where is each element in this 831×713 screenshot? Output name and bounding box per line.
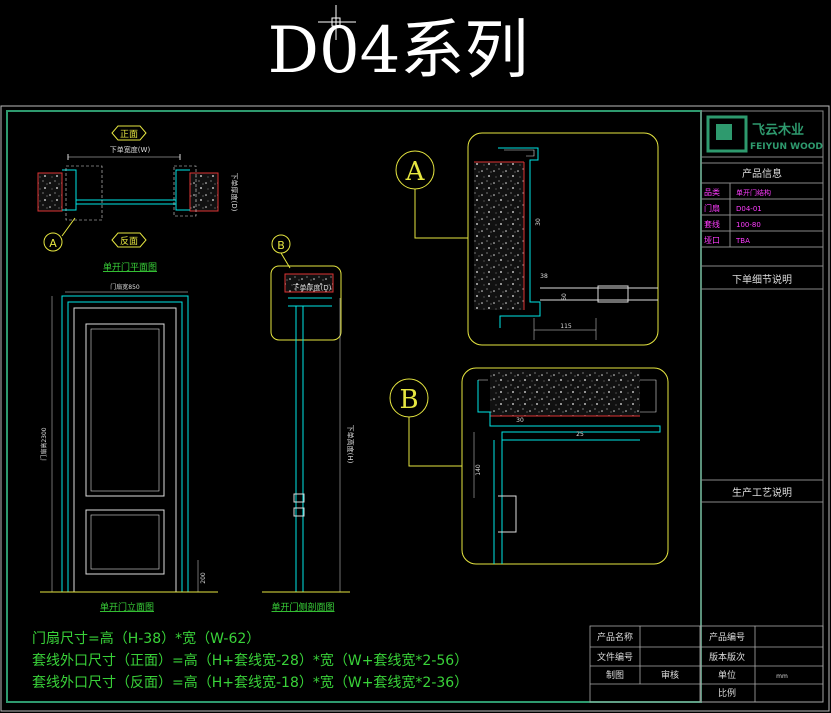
bottom-gap-dim: 200 xyxy=(200,572,207,584)
info-row-value: TBA xyxy=(735,237,750,245)
svg-text:反面: 反面 xyxy=(120,236,138,247)
detail-a-dim-38: 38 xyxy=(540,273,548,280)
side-top-label: 下单厚度(D) xyxy=(293,283,332,292)
tb-unit-value: mm xyxy=(776,673,788,680)
svg-text:正面: 正面 xyxy=(120,129,138,140)
plan-view: 正面 下单宽度(W) 下单厚度(D) A 反面 单开门平面图 xyxy=(37,125,239,273)
detail-a: A 115 60 30 38 xyxy=(395,132,659,346)
tb-unit: 单位 xyxy=(718,669,736,681)
svg-text:B: B xyxy=(277,239,285,252)
door-height-dim: 门扇高2300 xyxy=(40,427,48,460)
process-notes-heading: 生产工艺说明 xyxy=(732,486,792,499)
svg-text:B: B xyxy=(399,385,418,415)
title-block xyxy=(589,625,824,703)
info-header: 产品信息 xyxy=(742,167,782,180)
tb-drawn: 制图 xyxy=(606,669,624,681)
formulas: 门扇尺寸=高（H-38）*宽（W-62） 套线外口尺寸（正面）=高（H+套线宽-… xyxy=(32,630,468,691)
info-row-value: 单开门结构 xyxy=(736,188,771,197)
elevation-title: 单开门立面图 xyxy=(100,601,154,613)
tb-product-no: 产品编号 xyxy=(709,631,745,643)
tb-scale: 比例 xyxy=(718,687,736,699)
order-height-dim: 下单高度(H) xyxy=(346,425,355,464)
detail-a-dim-60: 60 xyxy=(561,293,568,301)
elevation-view: 门扇宽850 门扇高2300 200 单开门立面图 xyxy=(40,283,218,613)
crosshair-cursor xyxy=(318,5,356,40)
info-row-value: D04-01 xyxy=(736,205,762,213)
info-row-label: 门扇 xyxy=(704,203,720,213)
detail-b: B 140 30 25 xyxy=(389,367,669,565)
info-row-label: 垭口 xyxy=(704,236,720,245)
callout-a-small xyxy=(43,232,63,252)
svg-text:A: A xyxy=(405,157,426,187)
svg-text:A: A xyxy=(49,237,57,250)
detail-b-dim-140: 140 xyxy=(475,464,482,476)
outer-frame xyxy=(0,105,830,712)
section-title: 单开门侧剖面图 xyxy=(271,601,334,613)
info-row-value: 100-80 xyxy=(736,221,761,229)
logo-mark xyxy=(706,115,748,153)
back-marker-icon: 反面 xyxy=(111,232,147,248)
section-view: B 下单厚度(D) 下单高度(H) 单开门侧剖面图 xyxy=(262,234,355,613)
detail-b-dim-25: 25 xyxy=(576,431,584,438)
info-row-label: 套线 xyxy=(704,219,720,229)
formula-door-leaf: 门扇尺寸=高（H-38）*宽（W-62） xyxy=(32,630,260,647)
top-depth-label: 下单厚度(D) xyxy=(230,173,239,212)
drawing-title: D04系列 xyxy=(268,14,529,88)
order-notes-heading: 下单细节说明 xyxy=(732,273,792,286)
front-marker-icon: 正面 xyxy=(111,125,147,141)
logo-text-en: FEIYUN WOOD xyxy=(750,142,823,152)
tb-version: 版本版次 xyxy=(709,651,745,663)
tb-file-no: 文件编号 xyxy=(597,651,633,663)
detail-a-dim-30: 30 xyxy=(535,218,542,226)
plan-title: 单开门平面图 xyxy=(103,261,157,273)
tb-reviewed: 审核 xyxy=(661,669,679,681)
top-width-label: 下单宽度(W) xyxy=(110,145,151,154)
formula-architrave-back: 套线外口尺寸（反面）=高（H+套线宽-18）*宽（W+套线宽*2-36） xyxy=(32,674,468,691)
tb-product-name: 产品名称 xyxy=(597,631,633,643)
detail-a-dim-115: 115 xyxy=(560,323,572,330)
detail-b-dim-30: 30 xyxy=(516,417,524,424)
formula-architrave-front: 套线外口尺寸（正面）=高（H+套线宽-28）*宽（W+套线宽*2-56） xyxy=(32,652,468,669)
door-width-dim: 门扇宽850 xyxy=(110,283,140,291)
logo-text-cn: 飞云木业 xyxy=(752,122,804,138)
info-row-label: 品类 xyxy=(704,187,720,197)
